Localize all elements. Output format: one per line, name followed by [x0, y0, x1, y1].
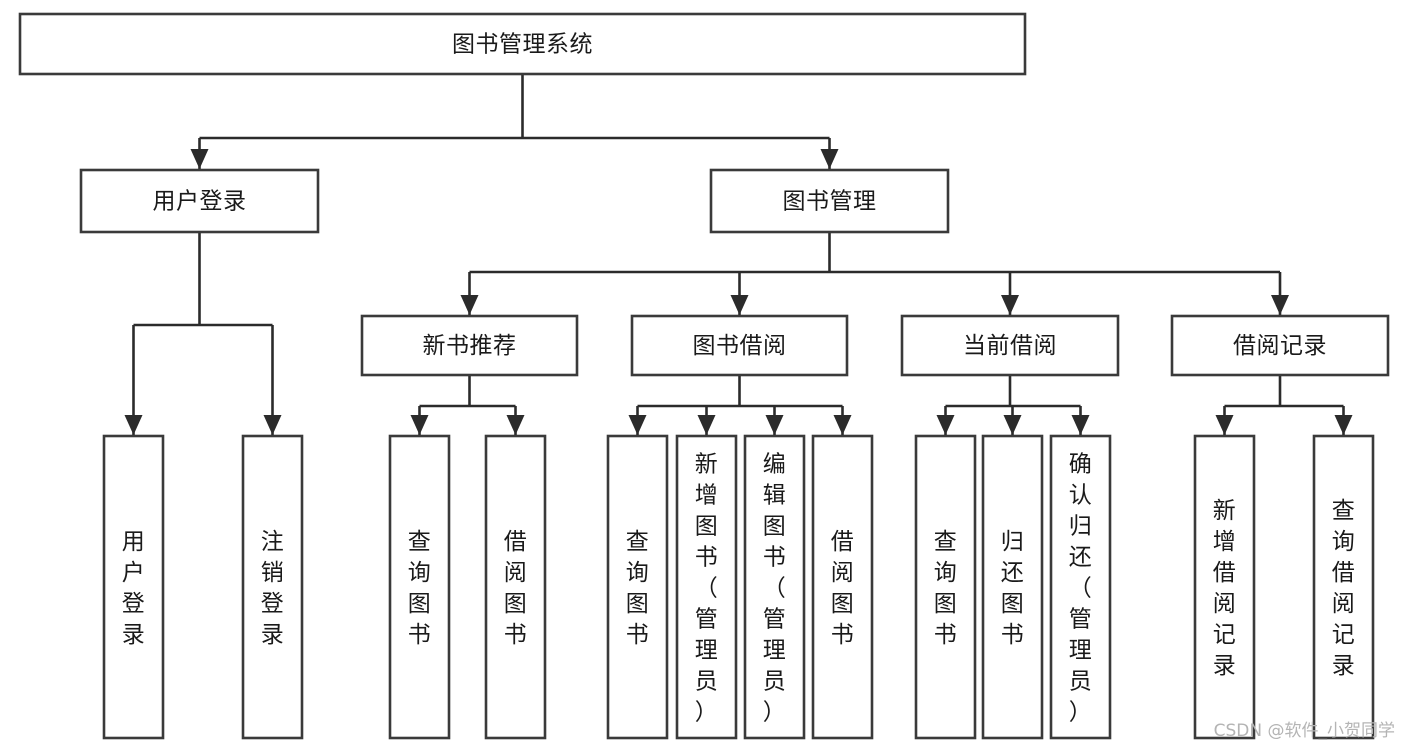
node-rect [675, 434, 738, 740]
node-rect [914, 434, 977, 740]
node-label: 新书推荐 [423, 333, 517, 359]
node-leaf-query-book-borrow[interactable]: 查询图书 [606, 434, 669, 740]
arrow-head-icon [460, 295, 479, 315]
node-label: 图书借阅 [693, 333, 787, 359]
node-rect [102, 434, 165, 740]
csdn-watermark: CSDN @软件_小贺同学 [1213, 721, 1395, 741]
connector-root [190, 74, 839, 169]
node-leaf-edit-book[interactable]: 编辑图书（管理员） [743, 434, 806, 740]
node-label: 当前借阅 [963, 333, 1057, 359]
arrow-head-icon [506, 415, 525, 435]
node-label: 查询图书 [408, 529, 432, 648]
connector-borrow-record [1215, 375, 1353, 435]
arrow-head-icon [1271, 295, 1289, 315]
node-rect [1170, 314, 1390, 377]
node-leaf-user-logout[interactable]: 注销登录 [241, 434, 304, 740]
node-rect [484, 434, 547, 740]
arrow-head-icon [1003, 415, 1022, 435]
node-leaf-add-book[interactable]: 新增图书（管理员） [675, 434, 738, 740]
node-label: 用户登录 [122, 529, 146, 648]
arrow-head-icon [730, 295, 749, 315]
node-root[interactable]: 图书管理系统 [18, 12, 1027, 76]
node-rect [241, 434, 304, 740]
node-rect [811, 434, 874, 740]
node-rect [743, 434, 806, 740]
node-rect [388, 434, 451, 740]
node-label: 借阅图书 [504, 529, 528, 648]
node-book-borrow[interactable]: 图书借阅 [630, 314, 849, 377]
node-leaf-user-login[interactable]: 用户登录 [102, 434, 165, 740]
node-rect [1193, 434, 1256, 740]
node-label: 用户登录 [153, 189, 247, 215]
node-label: 图书管理 [783, 189, 877, 215]
node-label: 借阅记录 [1233, 333, 1327, 359]
connector-book-borrow [628, 375, 852, 435]
node-rect [18, 12, 1027, 76]
node-rect [79, 168, 320, 234]
node-rect [1049, 434, 1112, 740]
node-book-manage[interactable]: 图书管理 [709, 168, 950, 234]
node-label: 查询图书 [934, 529, 958, 648]
node-label: 查询图书 [626, 529, 650, 648]
arrow-head-icon [833, 415, 852, 435]
node-label: 新增借阅记录 [1213, 498, 1237, 679]
node-rect [360, 314, 579, 377]
arrow-head-icon [1334, 415, 1353, 435]
node-leaf-return-book[interactable]: 归还图书 [981, 434, 1044, 740]
node-rect [981, 434, 1044, 740]
arrow-head-icon [263, 415, 282, 435]
node-user-login[interactable]: 用户登录 [79, 168, 320, 234]
arrow-head-icon [628, 415, 647, 435]
node-rect [709, 168, 950, 234]
node-current-borrow[interactable]: 当前借阅 [900, 314, 1120, 377]
arrow-head-icon [697, 415, 716, 435]
node-rect [900, 314, 1120, 377]
connector-new-book-rec [410, 375, 525, 435]
connector-user-login [124, 232, 282, 435]
node-rect [630, 314, 849, 377]
connector-layer [124, 74, 1353, 435]
node-label: 新增图书（管理员） [695, 452, 719, 726]
node-leaf-query-book-cur[interactable]: 查询图书 [914, 434, 977, 740]
node-leaf-borrow-book[interactable]: 借阅图书 [811, 434, 874, 740]
arrow-head-icon [1071, 415, 1090, 435]
node-label: 编辑图书（管理员） [763, 452, 787, 726]
node-rect [1312, 434, 1375, 740]
arrow-head-icon [410, 415, 429, 435]
node-new-book-rec[interactable]: 新书推荐 [360, 314, 579, 377]
node-label: 图书管理系统 [452, 32, 593, 58]
arrow-head-icon [765, 415, 784, 435]
node-leaf-query-record[interactable]: 查询借阅记录 [1312, 434, 1375, 740]
node-label: 归还图书 [1001, 529, 1025, 648]
arrow-head-icon [1215, 415, 1234, 435]
node-label: 借阅图书 [831, 529, 855, 648]
arrow-head-icon [124, 415, 143, 435]
node-label: 查询借阅记录 [1332, 498, 1356, 679]
node-label: 注销登录 [261, 529, 285, 648]
node-layer: 图书管理系统用户登录图书管理新书推荐图书借阅当前借阅借阅记录用户登录注销登录查询… [18, 12, 1390, 740]
arrow-head-icon [190, 149, 209, 169]
arrow-head-icon [936, 415, 955, 435]
node-leaf-confirm-return[interactable]: 确认归还（管理员） [1049, 434, 1112, 740]
node-leaf-query-book-rec[interactable]: 查询图书 [388, 434, 451, 740]
node-borrow-record[interactable]: 借阅记录 [1170, 314, 1390, 377]
connector-current-borrow [936, 375, 1090, 435]
node-leaf-borrow-book-rec[interactable]: 借阅图书 [484, 434, 547, 740]
arrow-head-icon [820, 149, 839, 169]
node-label: 确认归还（管理员） [1069, 452, 1093, 726]
node-leaf-add-record[interactable]: 新增借阅记录 [1193, 434, 1256, 740]
connector-book-manage [460, 232, 1289, 315]
arrow-head-icon [1001, 295, 1019, 315]
node-rect [606, 434, 669, 740]
